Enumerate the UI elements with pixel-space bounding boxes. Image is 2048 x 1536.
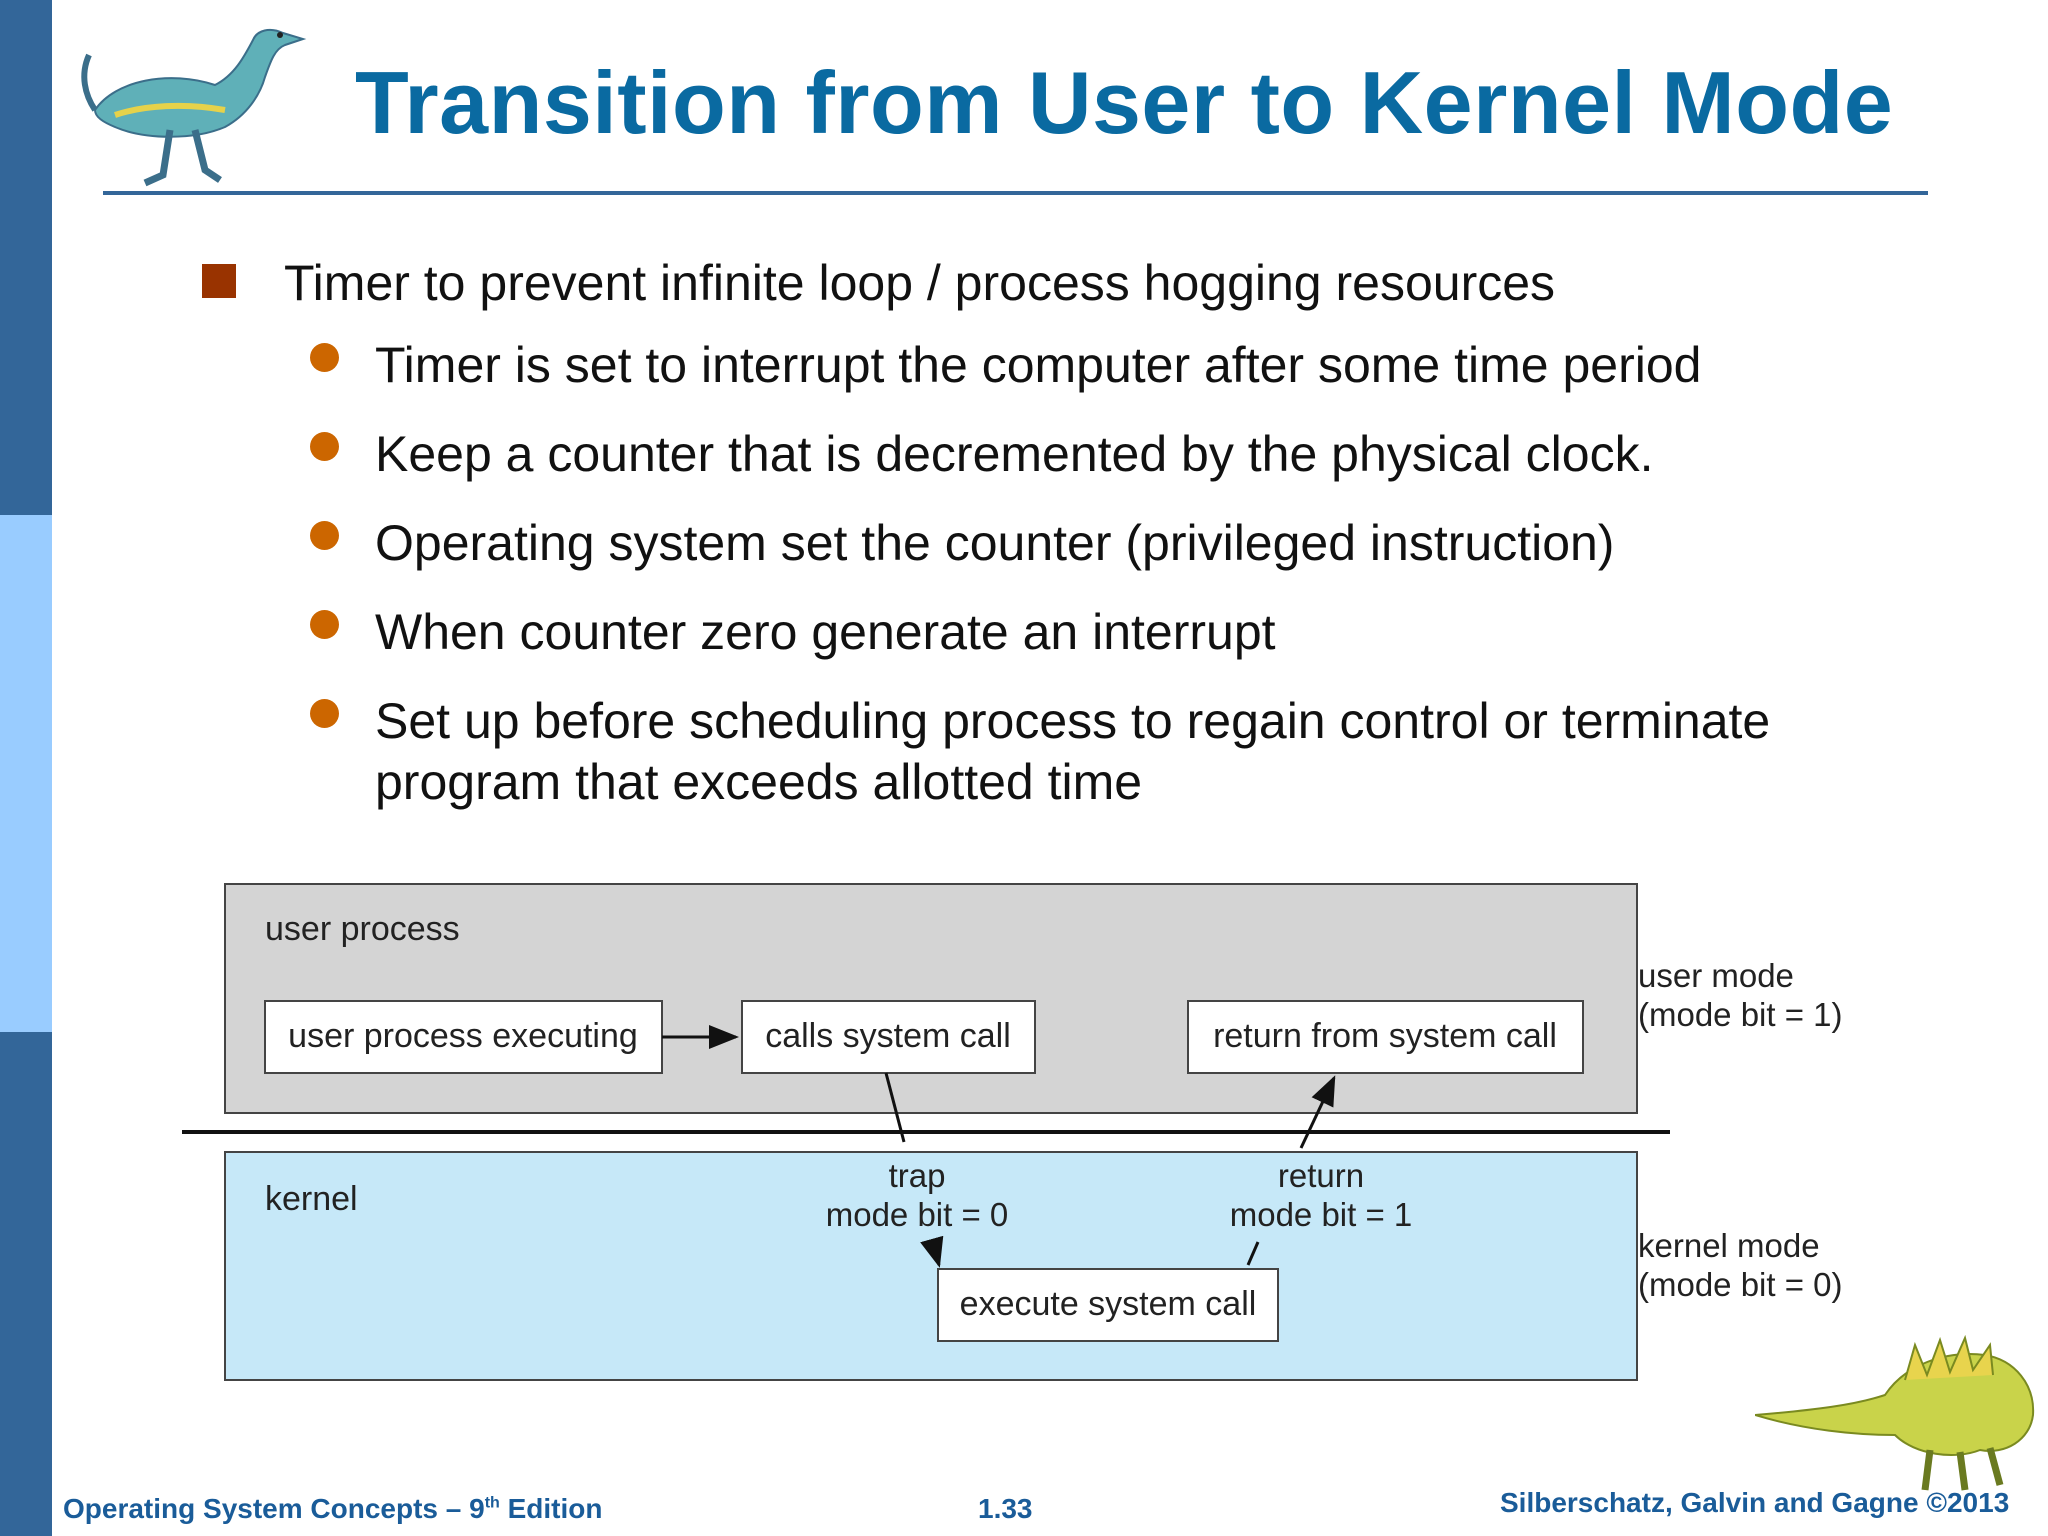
return-arrow-upper <box>1299 1075 1336 1149</box>
side-bar-top <box>0 0 52 515</box>
footer-book-title-prefix: Operating System Concepts – 9 <box>63 1493 485 1524</box>
user-mode-label: user mode <box>1638 957 1794 994</box>
footer-edition-superscript: th <box>484 1494 500 1512</box>
footer-book-title-suffix: Edition <box>499 1493 603 1524</box>
user-process-executing-text: user process executing <box>288 1017 638 1055</box>
execute-system-call-box <box>937 1268 1279 1342</box>
sub-bullet-item: When counter zero generate an interrupt <box>308 602 1825 663</box>
round-bullet-icon <box>310 610 339 639</box>
footer-book-title: Operating System Concepts – 9th Edition <box>63 1493 602 1525</box>
footer-page-number: 1.33 <box>978 1493 1033 1524</box>
side-bar-bottom <box>0 1032 52 1536</box>
calls-system-call-box <box>741 1000 1036 1074</box>
mode-transition-diagram: user process kernel user process executi… <box>182 883 1843 1381</box>
dinosaur-logo-bottom <box>1755 1334 2035 1491</box>
round-bullet-icon <box>310 343 339 372</box>
return-mode-bit: mode bit = 1 <box>1230 1196 1413 1233</box>
sub-bullet-item: Operating system set the counter (privil… <box>308 513 1825 574</box>
calls-system-call-text: calls system call <box>765 1017 1011 1055</box>
side-bar-middle <box>0 515 52 1032</box>
return-arrow-lower <box>1246 1241 1260 1266</box>
user-process-label: user process <box>265 910 460 948</box>
slide-title: Transition from User to Kernel Mode <box>355 53 1894 152</box>
sub-bullet-list: Timer is set to interrupt the computer a… <box>308 335 1825 841</box>
round-bullet-icon <box>310 432 339 461</box>
user-process-region <box>224 883 1638 1114</box>
round-bullet-icon <box>310 521 339 550</box>
execute-system-call-text: execute system call <box>960 1285 1257 1323</box>
sub-bullet-item: Set up before scheduling process to rega… <box>308 691 1825 813</box>
title-divider <box>103 191 1928 195</box>
kernel-mode-bit: (mode bit = 0) <box>1638 1266 1843 1303</box>
trap-arrow-lower <box>920 1235 944 1268</box>
round-bullet-icon <box>310 699 339 728</box>
footer-copyright: Silberschatz, Galvin and Gagne ©2013 <box>1500 1487 2010 1518</box>
sub-bullet-text: When counter zero generate an interrupt <box>375 604 1276 660</box>
sub-bullet-text: Operating system set the counter (privil… <box>375 515 1615 571</box>
square-bullet-icon <box>202 264 236 298</box>
sub-bullet-text: Keep a counter that is decremented by th… <box>375 426 1654 482</box>
dinosaur-logo-top <box>81 28 307 187</box>
sub-bullet-item: Keep a counter that is decremented by th… <box>308 424 1825 485</box>
user-mode-bit: (mode bit = 1) <box>1638 996 1843 1033</box>
user-process-executing-box <box>264 1000 663 1074</box>
return-from-system-call-box <box>1187 1000 1584 1074</box>
sub-bullet-text: Timer is set to interrupt the computer a… <box>375 337 1702 393</box>
kernel-label: kernel <box>265 1180 358 1218</box>
trap-mode-bit: mode bit = 0 <box>826 1196 1009 1233</box>
trap-label: trap <box>889 1157 946 1194</box>
kernel-mode-label: kernel mode <box>1638 1227 1820 1264</box>
return-from-system-call-text: return from system call <box>1213 1017 1557 1055</box>
bullet-main: Timer to prevent infinite loop / process… <box>284 255 1556 311</box>
sub-bullet-text: Set up before scheduling process to rega… <box>375 693 1771 810</box>
return-label: return <box>1278 1157 1364 1194</box>
sub-bullet-item: Timer is set to interrupt the computer a… <box>308 335 1825 396</box>
trap-arrow-upper <box>884 1072 906 1143</box>
